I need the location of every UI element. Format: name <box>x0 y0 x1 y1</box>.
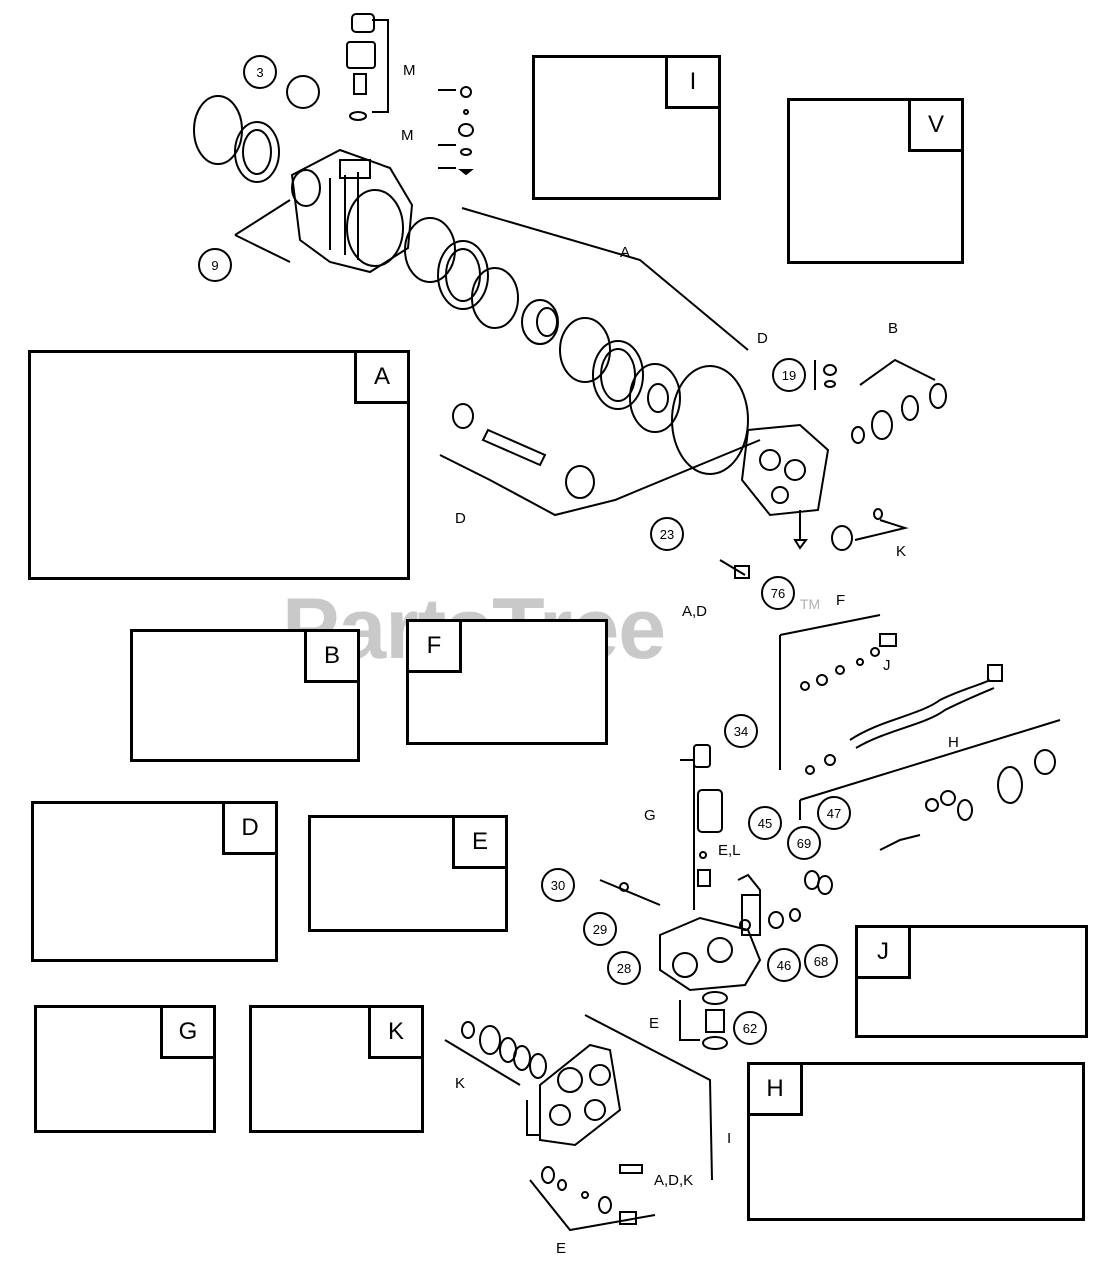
callout-69: 69 <box>787 826 821 860</box>
label-d-top: D <box>757 330 768 347</box>
kit-box-b: B <box>130 629 360 762</box>
callout-28: 28 <box>607 951 641 985</box>
kit-box-a: A <box>28 350 410 580</box>
kit-box-g: G <box>34 1005 216 1133</box>
kit-tag-a: A <box>354 350 410 404</box>
kit-tag-b: B <box>304 629 360 683</box>
label-d-left: D <box>455 510 466 527</box>
label-k-lower: K <box>455 1075 466 1092</box>
callout-76: 76 <box>761 576 795 610</box>
kit-tag-i: I <box>665 55 721 109</box>
kit-box-j: J <box>855 925 1088 1038</box>
label-f: F <box>836 592 846 609</box>
label-b: B <box>888 320 899 337</box>
kit-tag-h: H <box>747 1062 803 1116</box>
callout-47: 47 <box>817 796 851 830</box>
label-k-right: K <box>896 543 907 560</box>
callout-45: 45 <box>748 806 782 840</box>
label-m-top: M <box>403 62 416 79</box>
label-e-l: E,L <box>718 842 741 859</box>
callout-3: 3 <box>243 55 277 89</box>
kit-box-e: E <box>308 815 508 932</box>
kit-tag-f: F <box>406 619 462 673</box>
callout-1 <box>286 75 320 109</box>
crankcase-group <box>193 13 947 579</box>
kit-box-v: V <box>787 98 964 264</box>
kit-tag-e: E <box>452 815 508 869</box>
callout-23: 23 <box>650 517 684 551</box>
kit-box-f: F <box>406 619 608 745</box>
callout-19: 19 <box>772 358 806 392</box>
kit-box-i: I <box>532 55 721 200</box>
callout-68: 68 <box>804 944 838 978</box>
label-j: J <box>883 657 891 674</box>
kit-tag-j: J <box>855 925 911 979</box>
label-e-mid: E <box>649 1015 660 1032</box>
kit-tag-k: K <box>368 1005 424 1059</box>
watermark-trademark: TM <box>800 596 821 612</box>
callout-34: 34 <box>724 714 758 748</box>
label-e-bottom: E <box>556 1240 567 1257</box>
kit-tag-v: V <box>908 98 964 152</box>
label-a-d-k: A,D,K <box>654 1172 694 1189</box>
label-i: I <box>727 1130 732 1147</box>
callout-29: 29 <box>583 912 617 946</box>
kit-tag-d: D <box>222 801 278 855</box>
kit-box-k: K <box>249 1005 424 1133</box>
callout-9: 9 <box>198 248 232 282</box>
label-a-d: A,D <box>682 603 708 620</box>
label-g: G <box>644 807 656 824</box>
label-a: A <box>620 244 631 261</box>
callout-30: 30 <box>541 868 575 902</box>
kit-box-h: H <box>747 1062 1085 1221</box>
kit-box-d: D <box>31 801 278 962</box>
callout-46: 46 <box>767 948 801 982</box>
label-m-bottom: M <box>401 127 414 144</box>
label-h: H <box>948 734 959 751</box>
callout-62: 62 <box>733 1011 767 1045</box>
manifold-group <box>444 614 1061 1232</box>
kit-tag-g: G <box>160 1005 216 1059</box>
